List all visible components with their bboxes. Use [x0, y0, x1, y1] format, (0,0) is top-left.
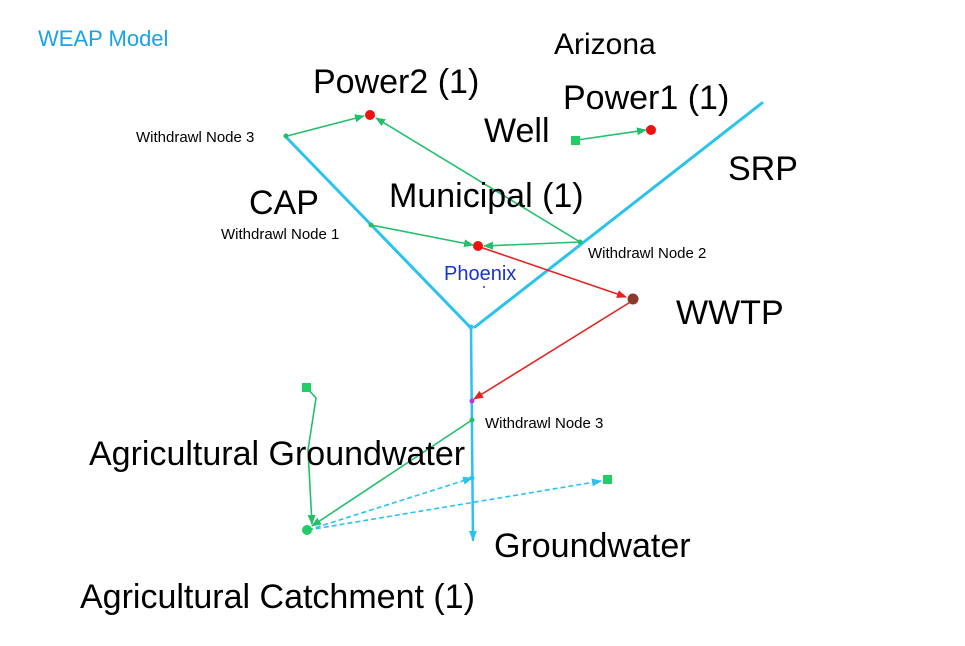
return-wwtp-to-river[interactable] — [473, 300, 633, 400]
well-label[interactable]: Well — [484, 112, 550, 150]
groundwater-label[interactable]: Groundwater — [494, 527, 691, 565]
srp-label[interactable]: SRP — [728, 150, 798, 188]
withdrawal-node-1[interactable] — [368, 222, 374, 228]
rivers — [283, 101, 764, 542]
nodes — [283, 110, 656, 535]
withdrawal-node-3-cap[interactable] — [283, 133, 289, 139]
return-municipal-to-wwtp[interactable] — [479, 246, 627, 298]
power1-demand-node[interactable] — [646, 125, 656, 135]
withdrawal-node-2[interactable] — [577, 239, 583, 245]
link-wn3-to-power2[interactable] — [286, 114, 365, 137]
region-label: Arizona — [554, 28, 656, 61]
link-wn3-to-catchment[interactable] — [311, 419, 473, 527]
transmission-links — [286, 114, 647, 527]
link-aggw-to-catchment[interactable] — [305, 386, 317, 525]
well-groundwater-node[interactable] — [571, 136, 580, 145]
return-flow-links — [473, 246, 633, 400]
river-confluence[interactable] — [468, 324, 474, 330]
link-well-to-power1[interactable] — [576, 127, 647, 141]
withdrawal-node-3-main-label: Withdrawl Node 3 — [485, 415, 604, 432]
infiltration-catchment-to-groundwater[interactable] — [307, 478, 602, 531]
wwtp-label[interactable]: WWTP — [676, 294, 784, 332]
power2-demand-node[interactable] — [365, 110, 375, 120]
withdrawal-node-3-cap-label: Withdrawl Node 3 — [136, 129, 255, 146]
municipal-label[interactable]: Municipal (1) — [389, 177, 584, 215]
cap-river-line[interactable] — [283, 134, 472, 329]
wwtp-node[interactable] — [627, 293, 639, 305]
withdrawal-node-2-label: Withdrawl Node 2 — [588, 245, 707, 262]
runoff-junction[interactable] — [469, 475, 475, 481]
phoenix-label: Phoenix — [444, 263, 517, 285]
ag-groundwater-label[interactable]: Agricultural Groundwater — [89, 435, 466, 473]
power2-label[interactable]: Power2 (1) — [313, 63, 480, 101]
link-wn2-to-power2[interactable] — [375, 117, 581, 243]
withdrawal-node-3-main[interactable] — [469, 417, 475, 423]
page-title: WEAP Model — [38, 26, 169, 51]
link-wn2-to-municipal[interactable] — [483, 241, 581, 250]
power1-label[interactable]: Power1 (1) — [563, 79, 730, 117]
runoff-catchment-to-river[interactable] — [307, 476, 473, 531]
return-flow-junction[interactable] — [469, 398, 475, 404]
municipal-demand-node[interactable] — [473, 241, 483, 251]
phoenix-marker — [483, 286, 485, 288]
groundwater-node[interactable] — [603, 475, 612, 484]
runoff-links — [307, 476, 602, 531]
cap-label[interactable]: CAP — [249, 184, 319, 222]
withdrawal-node-1-label: Withdrawl Node 1 — [221, 226, 340, 243]
srp-river-line[interactable] — [473, 101, 764, 329]
main-river-line[interactable] — [468, 325, 477, 542]
ag-groundwater-node[interactable] — [302, 383, 311, 392]
ag-catchment-label[interactable]: Agricultural Catchment (1) — [80, 578, 475, 616]
link-wn1-to-municipal[interactable] — [370, 224, 474, 248]
ag-catchment-node[interactable] — [302, 525, 312, 535]
